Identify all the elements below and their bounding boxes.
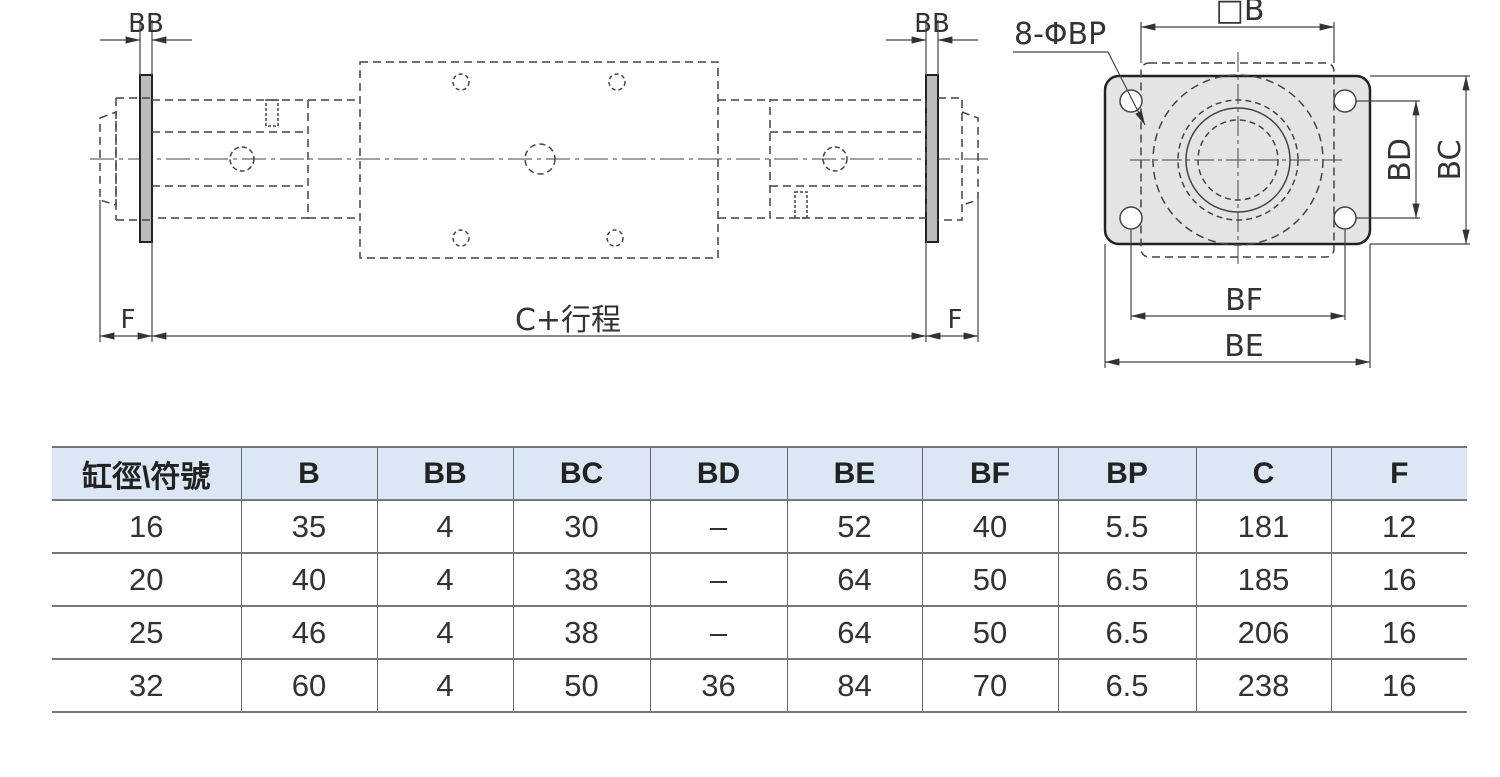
dim-label-square: □B [1216,0,1265,28]
table-cell: 60 [240,658,377,713]
table-cell: 38 [512,605,650,660]
table-cell: 4 [376,605,513,660]
table-cell: 4 [376,499,513,554]
header-c: C [1195,446,1331,501]
table-cell: 40 [921,499,1058,554]
dim-label-bb-right: BB [914,9,950,39]
dim-label-f-left: F [121,305,136,335]
side-view [90,61,990,259]
header-bore-symbol: 缸徑\符號 [52,446,241,501]
left-end-plate [139,74,153,243]
table-cell: 16 [1330,605,1467,660]
table-cell: 206 [1195,605,1331,660]
table-cell: 20 [52,552,241,607]
table-cell: 25 [52,605,241,660]
table-cell: 36 [649,658,787,713]
table-cell: 16 [1330,658,1467,713]
dim-label-bf: BF [1225,283,1263,318]
technical-drawing: BB BB F F C+行程 8-ΦBP □B BF B [90,0,1470,368]
header-be: BE [786,446,922,501]
table-cell: 52 [786,499,922,554]
table-cell: 46 [240,605,377,660]
header-b: B [240,446,377,501]
dim-label-length: C+行程 [515,303,621,338]
table-cell: 50 [921,552,1058,607]
table-cell: 50 [921,605,1058,660]
header-bc: BC [512,446,650,501]
dim-label-bb-left: BB [128,9,164,39]
table-cell: 181 [1195,499,1331,554]
table-cell: 6.5 [1057,605,1196,660]
table-cell: 32 [52,658,241,713]
dim-label-bd: BD [1383,138,1418,182]
header-f: F [1330,446,1467,501]
table-cell: 40 [240,552,377,607]
table-cell: 50 [512,658,650,713]
table-cell: 12 [1330,499,1467,554]
header-bp: BP [1057,446,1196,501]
table-cell: 70 [921,658,1058,713]
table-cell: 6.5 [1057,658,1196,713]
header-bd: BD [649,446,787,501]
table-cell: 64 [786,552,922,607]
table-cell: 64 [786,605,922,660]
table-cell: 38 [512,552,650,607]
table-header-row: 缸徑\符號 B BB BC BD BE BF BP C F [52,446,1467,501]
table-cell: 4 [376,552,513,607]
dim-label-bc: BC [1433,139,1468,180]
header-bb: BB [376,446,513,501]
table-cell: – [649,552,787,607]
header-bf: BF [921,446,1058,501]
table-cell: 6.5 [1057,552,1196,607]
table-cell: 84 [786,658,922,713]
dim-label-be: BE [1224,329,1264,364]
table-cell: – [649,605,787,660]
right-end-plate [925,74,939,243]
table-cell: 16 [52,499,241,554]
table-cell: 30 [512,499,650,554]
table-cell: 5.5 [1057,499,1196,554]
dim-label-holes: 8-ΦBP [1014,17,1106,52]
table-cell: 185 [1195,552,1331,607]
table-cell: 16 [1330,552,1467,607]
table-cell: 4 [376,658,513,713]
table-cell: 35 [240,499,377,554]
end-view [1103,52,1372,268]
table-cell: 238 [1195,658,1331,713]
table-cell: – [649,499,787,554]
dim-label-f-right: F [948,305,963,335]
